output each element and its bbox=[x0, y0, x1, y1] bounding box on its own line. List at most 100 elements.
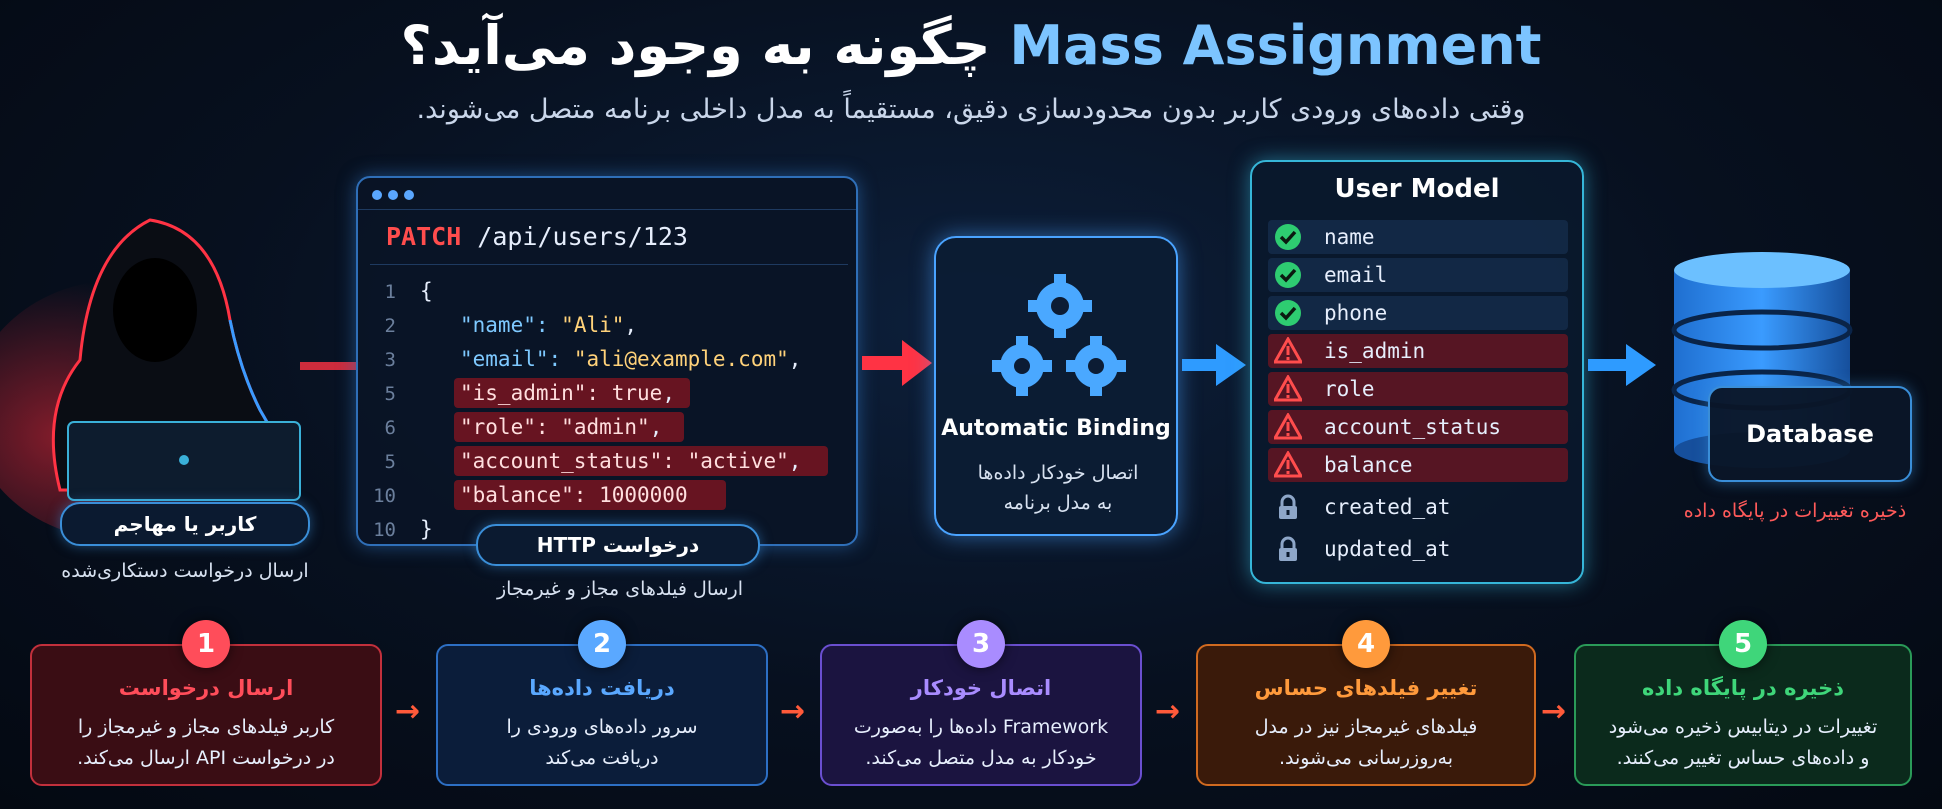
step-number-badge: 2 bbox=[578, 620, 626, 668]
code-text: "email": "ali@example.com", bbox=[460, 342, 801, 376]
step-desc-line: Framework داده‌ها را به‌صورت bbox=[853, 716, 1109, 738]
line-number: 10 bbox=[373, 485, 396, 507]
code-divider bbox=[370, 264, 848, 265]
sensitive-field-highlight bbox=[454, 446, 828, 476]
check-circle-icon bbox=[1275, 224, 1301, 250]
warning-triangle-icon bbox=[1274, 375, 1302, 402]
step-desc-line: تغییرات در دیتابیس ذخیره می‌شود bbox=[1608, 716, 1878, 738]
attacker-description: ارسال درخواست دستکاری‌شده bbox=[61, 560, 309, 582]
json-value: 1000000 bbox=[599, 483, 688, 507]
json-value: "Ali" bbox=[561, 313, 625, 337]
binding-description: اتصال خودکار داده‌ها به مدل برنامه bbox=[946, 458, 1170, 518]
gears-icon bbox=[992, 274, 1126, 396]
model-field-name: created_at bbox=[1324, 495, 1451, 519]
model-field-sensitive: balance bbox=[1268, 448, 1568, 482]
step-number-badge: 4 bbox=[1342, 620, 1390, 668]
code-line: 5 "account_status": "active", bbox=[358, 444, 856, 478]
step-title: اتصال خودکار bbox=[910, 676, 1052, 700]
code-text: "account_status": "active", bbox=[460, 444, 801, 478]
step-desc-line: فیلدهای غیرمجاز نیز در مدل bbox=[1254, 716, 1478, 738]
window-titlebar bbox=[358, 178, 856, 210]
json-punct: , bbox=[788, 449, 802, 473]
model-field-name: phone bbox=[1324, 301, 1388, 325]
line-number: 5 bbox=[384, 451, 396, 473]
model-field-sensitive: is_admin bbox=[1268, 334, 1568, 368]
json-punct: , bbox=[624, 313, 638, 337]
step-arrow-icon: → bbox=[1541, 694, 1567, 729]
json-value: true bbox=[611, 381, 663, 405]
model-field-allowed: email bbox=[1268, 258, 1568, 292]
sensitive-field-highlight bbox=[454, 480, 726, 510]
step-card: 3 اتصال خودکار Framework داده‌ها را به‌صور… bbox=[820, 620, 1142, 786]
step-card: 5 ذخیره در پایگاه داده تغییرات در دیتابیس … bbox=[1574, 620, 1912, 786]
warning-triangle-icon bbox=[1274, 337, 1302, 364]
arrow-right-icon bbox=[1588, 344, 1656, 386]
code-text: { bbox=[420, 279, 433, 303]
step-title: ذخیره در پایگاه داده bbox=[1641, 676, 1845, 700]
code-text: "name": "Ali", bbox=[460, 308, 637, 342]
title-rest: چگونه به وجود می‌آید؟ bbox=[400, 14, 991, 77]
step-card: 4 تغییر فیلدهای حساس فیلدهای غیرمجاز نیز د… bbox=[1196, 620, 1536, 786]
check-circle-icon bbox=[1275, 300, 1301, 326]
sensitive-field-highlight bbox=[454, 378, 690, 408]
binding-desc-line: به مدل برنامه bbox=[1003, 492, 1113, 514]
json-value: "ali@example.com" bbox=[573, 347, 789, 371]
arrow-right-icon bbox=[1182, 344, 1246, 386]
model-field-sensitive: account_status bbox=[1268, 410, 1568, 444]
title-accent: Mass Assignment bbox=[1009, 14, 1542, 77]
step-description: Framework داده‌ها را به‌صورت خودکار به مد… bbox=[832, 712, 1130, 774]
step-title: تغییر فیلدهای حساس bbox=[1254, 676, 1478, 700]
step-desc-line: دریافت می‌کند bbox=[545, 747, 659, 769]
window-dot-icon bbox=[388, 190, 398, 200]
step-description: تغییرات در دیتابیس ذخیره می‌شود و داده‌ها… bbox=[1586, 712, 1900, 774]
step-description: کاربر فیلدهای مجاز و غیرمجاز را در درخواس… bbox=[42, 712, 370, 774]
step-desc-line: کاربر فیلدهای مجاز و غیرمجاز را bbox=[77, 716, 335, 738]
step-arrow-icon: → bbox=[780, 694, 806, 729]
step-desc-line: و داده‌های حساس تغییر می‌کنند. bbox=[1616, 747, 1870, 769]
model-field-locked: updated_at bbox=[1268, 532, 1568, 566]
model-field-name: account_status bbox=[1324, 415, 1502, 439]
step-desc-line: به‌روزرسانی می‌شوند. bbox=[1278, 747, 1454, 769]
step-title: ارسال درخواست bbox=[118, 676, 294, 700]
http-request-window: PATCH/api/users/123 1{2"name": "Ali",3"e… bbox=[356, 176, 858, 546]
step-description: فیلدهای غیرمجاز نیز در مدل به‌روزرسانی می… bbox=[1208, 712, 1524, 774]
code-line: 1{ bbox=[358, 274, 856, 308]
step-desc-line: خودکار به مدل متصل می‌کند. bbox=[865, 747, 1097, 769]
json-punct: , bbox=[788, 347, 802, 371]
model-field-allowed: name bbox=[1268, 220, 1568, 254]
sensitive-field-highlight bbox=[454, 412, 684, 442]
step-desc-line: در درخواست API ارسال می‌کند. bbox=[77, 747, 335, 769]
warning-triangle-icon bbox=[1274, 451, 1302, 478]
check-circle-icon bbox=[1275, 262, 1301, 288]
step-number-badge: 3 bbox=[957, 620, 1005, 668]
automatic-binding-box: Automatic Binding اتصال خودکار داده‌ها ب… bbox=[934, 236, 1178, 536]
window-dot-icon bbox=[372, 190, 382, 200]
page-subtitle: وقتی داده‌های ورودی کاربر بدون محدودسازی… bbox=[416, 94, 1526, 125]
json-value: "admin" bbox=[561, 415, 650, 439]
model-field-name: name bbox=[1324, 225, 1375, 249]
warning-triangle-icon bbox=[1274, 413, 1302, 440]
user-model-title: User Model bbox=[1334, 174, 1500, 204]
model-field-name: updated_at bbox=[1324, 537, 1451, 561]
code-text: } bbox=[420, 517, 433, 541]
code-line: 10} bbox=[358, 512, 856, 544]
json-punct: , bbox=[662, 381, 675, 405]
binding-title: Automatic Binding bbox=[941, 416, 1171, 441]
code-text: "balance": 1000000 bbox=[460, 478, 688, 512]
json-key: "is_admin": bbox=[460, 381, 600, 405]
json-key: "account_status": bbox=[460, 449, 675, 473]
code-line: 2 "name": "Ali", bbox=[358, 308, 856, 342]
step-number-badge: 5 bbox=[1719, 620, 1767, 668]
lock-icon bbox=[1279, 494, 1297, 519]
http-request-label: درخواست HTTP bbox=[476, 524, 760, 566]
json-punct: , bbox=[649, 415, 663, 439]
request-line: PATCH/api/users/123 bbox=[386, 222, 688, 251]
model-field-name: is_admin bbox=[1324, 339, 1426, 363]
line-number: 2 bbox=[384, 315, 396, 337]
model-field-allowed: phone bbox=[1268, 296, 1568, 330]
model-field-name: balance bbox=[1324, 453, 1413, 477]
line-number: 1 bbox=[384, 281, 396, 303]
binding-desc-line: اتصال خودکار داده‌ها bbox=[977, 462, 1139, 484]
